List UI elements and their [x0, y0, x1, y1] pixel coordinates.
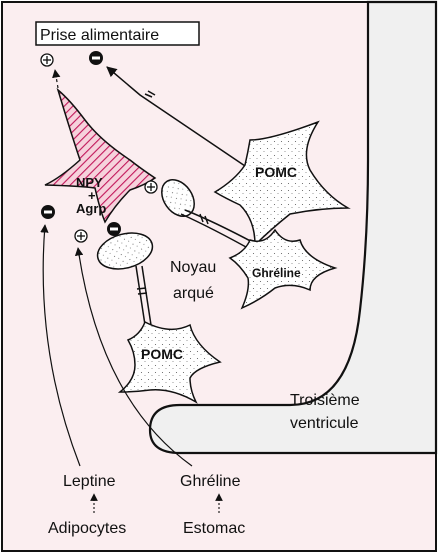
- pomc-bottom-label: POMC: [141, 346, 183, 362]
- leptine-label: Leptine: [63, 473, 116, 490]
- ghreline-signal-label: Ghréline: [180, 473, 241, 490]
- arque-label: arqué: [173, 285, 214, 302]
- estomac-label: Estomac: [183, 520, 245, 537]
- pomc-top-label: POMC: [255, 164, 297, 180]
- adipocytes-label: Adipocytes: [48, 520, 126, 537]
- troisieme-label: Troisième: [290, 392, 360, 409]
- ventricule-label: ventricule: [290, 415, 359, 432]
- agrp-label: Agrp: [76, 201, 106, 216]
- title-label: Prise alimentaire: [40, 27, 159, 44]
- ghrelin-neuron-label: Ghréline: [252, 266, 301, 280]
- noyau-label: Noyau: [170, 259, 216, 276]
